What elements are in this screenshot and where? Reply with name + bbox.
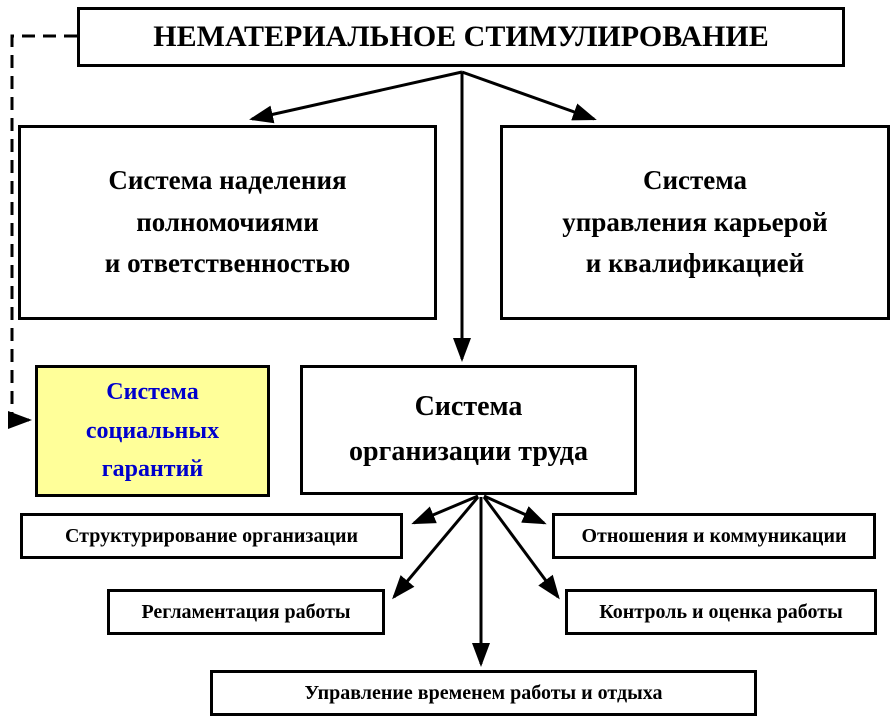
box-time-management: Управление временем работы и отдыха [210, 670, 757, 716]
box-structuring: Структурирование организации [20, 513, 403, 559]
arrow-title-to-career [461, 70, 597, 121]
box-title: НЕМАТЕРИАЛЬНОЕ СТИМУЛИРОВАНИЕ [77, 7, 845, 67]
arrow-title-to-authority [249, 70, 463, 124]
box-social-guarantees-system: Система социальных гарантий [35, 365, 270, 497]
arrow-labor-to-structuring [411, 494, 479, 525]
box-control-evaluation: Контроль и оценка работы [565, 589, 877, 635]
box-career-system: Система управления карьерой и квалификац… [500, 125, 890, 320]
arrow-labor-to-relations [483, 494, 547, 525]
box-labor-organization-system: Система организации труда [300, 365, 637, 495]
box-relations-communications: Отношения и коммуникации [552, 513, 876, 559]
arrow-labor-to-regulation [392, 496, 480, 600]
box-authority-system: Система наделения полномочиями и ответст… [18, 125, 437, 320]
arrow-dashed-title-to-social [8, 34, 77, 429]
box-work-regulation: Регламентация работы [107, 589, 385, 635]
arrow-labor-to-control [482, 496, 560, 600]
